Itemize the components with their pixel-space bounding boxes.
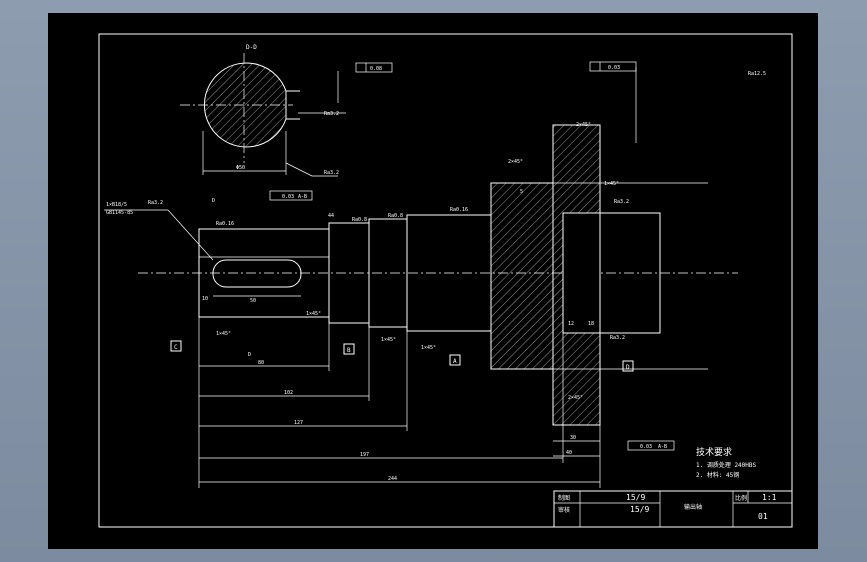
technical-notes: 技术要求 1. 调质处理 240HBS 2. 材料: 45钢 (696, 446, 757, 479)
row2-date: 15/9 (630, 505, 649, 514)
dim-10: 10 (202, 296, 208, 302)
title-block-frame (553, 490, 793, 528)
chamfer-callout-3: 1×45° (381, 337, 396, 343)
dimensions: 50 10 80 102 127 197 244 30 40 12 18 5 4… (198, 189, 601, 488)
leader (167, 209, 214, 261)
runout-1-value: 0.03 (282, 194, 294, 200)
ra-callout-3: Ra0.8 (352, 217, 367, 223)
part-name: 输出轴 (684, 503, 702, 511)
dim-key-length: 50 (250, 298, 256, 304)
runout-frame-1 (269, 190, 313, 201)
cad-drawing: D-D Φ50 Ra3.2 Ra3.2 0.08 0.03 Ra12.5 (98, 33, 793, 528)
notes-line-1: 1. 调质处理 240HBS (696, 461, 757, 469)
section-diameter: Φ50 (236, 165, 245, 171)
runout-frame-2 (627, 440, 675, 451)
notes-line-2: 2. 材料: 45钢 (696, 471, 739, 479)
section-mark-2: D (248, 352, 251, 358)
ra-callout-5: Ra0.16 (450, 207, 468, 213)
dim-12: 12 (568, 321, 574, 327)
datum-box-c (170, 340, 182, 352)
section-tolerance: 0.08 (370, 66, 382, 72)
dim-18: 18 (588, 321, 594, 327)
dim-30: 30 (570, 435, 576, 441)
datum-box-d (622, 360, 634, 372)
datum-box-a (449, 354, 461, 366)
tolerance-frame (355, 62, 393, 73)
dim-44: 44 (328, 213, 334, 219)
leader (285, 162, 313, 177)
section-hatched-area (203, 62, 287, 148)
chamfer-callout-7: 1×45° (604, 181, 619, 187)
section-d-d: D-D Φ50 Ra3.2 Ra3.2 0.08 (180, 44, 393, 177)
datum-a: A (453, 358, 457, 365)
ra-callout-2: Ra0.16 (216, 221, 234, 227)
keyway-slot (212, 259, 302, 288)
shaft-main (138, 124, 738, 426)
ra-callout-6: Ra3.2 (614, 199, 629, 205)
dim-40: 40 (566, 450, 572, 456)
general-roughness: Ra12.5 (748, 71, 766, 77)
chamfer-callout-6: 2×45° (568, 395, 583, 401)
ra-callout-7: Ra3.2 (610, 335, 625, 341)
key-callout-1: 1×B18/5 (106, 202, 127, 208)
runout-2-datum: A-B (658, 444, 667, 450)
chamfer-callout-1: 1×45° (216, 331, 231, 337)
row1-date: 15/9 (626, 493, 645, 502)
coaxiality-value: 0.03 (608, 65, 620, 71)
row2-label: 审核 (558, 506, 570, 514)
chamfer-callout-8: 2×45° (508, 159, 523, 165)
row1-label: 制图 (558, 494, 570, 502)
notes-title: 技术要求 (696, 446, 732, 458)
title-block: 制图 15/9 审核 15/9 输出轴 比例 1:1 01 (553, 490, 793, 528)
top-right-callouts: 0.03 Ra12.5 (589, 61, 766, 143)
dim-80: 80 (258, 360, 264, 366)
dim-244: 244 (388, 476, 397, 482)
chamfer-callout-5: 2×45° (576, 122, 591, 128)
datum-d: D (626, 364, 630, 371)
chamfer-callout-2: 1×45° (306, 311, 321, 317)
flange-section (490, 182, 554, 370)
datum-c: C (174, 344, 178, 351)
drawing-border (98, 33, 793, 528)
shaft-callouts: 1×B18/5 GB1145-85 Ra3.2 Ra0.16 Ra0.8 Ra0… (104, 122, 675, 451)
ra-callout-1: Ra3.2 (148, 200, 163, 206)
datum-b: B (347, 347, 351, 354)
section-roughness-1: Ra3.2 (324, 111, 339, 117)
dim-197: 197 (360, 452, 369, 458)
runout-1-datum: A-B (298, 194, 307, 200)
chamfer-callout-4: 1×45° (421, 345, 436, 351)
runout-2-value: 0.03 (640, 444, 652, 450)
coaxiality-frame (589, 61, 637, 72)
key-callout-2: GB1145-85 (106, 210, 133, 216)
section-label: D-D (246, 44, 257, 51)
scale-value: 1:1 (762, 493, 777, 502)
ra-callout-4: Ra0.8 (388, 213, 403, 219)
dim-102: 102 (284, 390, 293, 396)
datum-box-b (343, 343, 355, 355)
dim-5: 5 (520, 189, 523, 195)
scale-label: 比例 (735, 494, 747, 502)
dim-127: 127 (294, 420, 303, 426)
bore (562, 212, 601, 334)
drawing-number: 01 (758, 512, 768, 521)
section-roughness-2: Ra3.2 (324, 170, 339, 176)
drawing-canvas: D-D Φ50 Ra3.2 Ra3.2 0.08 0.03 Ra12.5 (48, 13, 818, 549)
section-mark-1: D (212, 198, 215, 204)
